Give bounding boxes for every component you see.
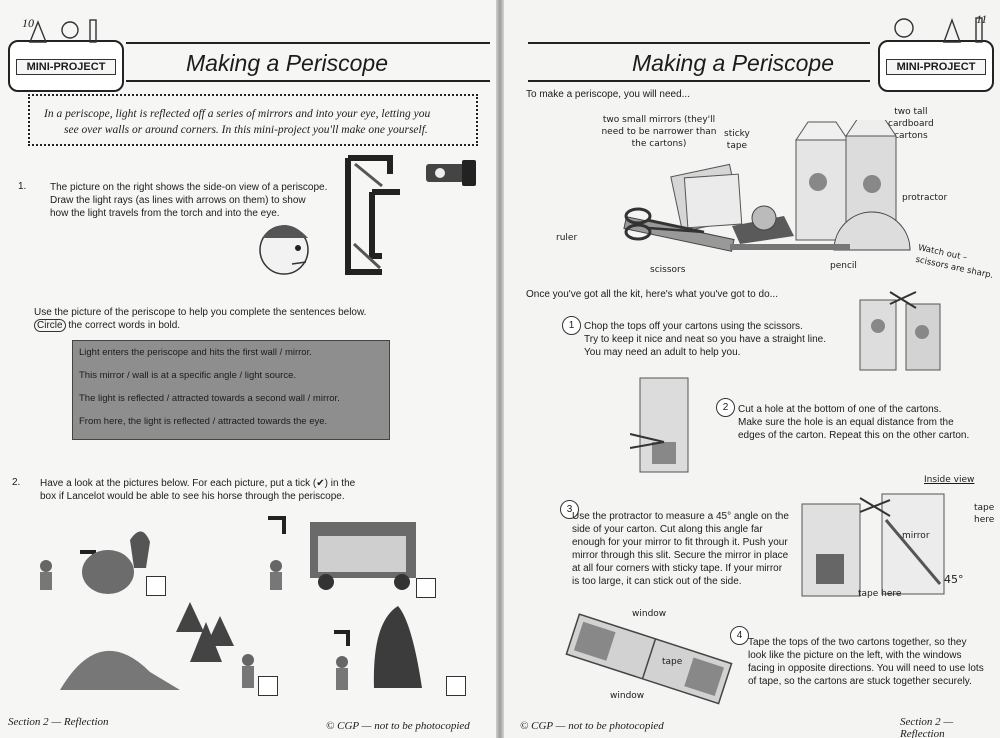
- pencil-label: pencil: [830, 261, 857, 271]
- footer-section: Section 2 — Reflection: [8, 716, 109, 728]
- tick-box[interactable]: [446, 676, 466, 696]
- mirror-label: mirror: [902, 531, 930, 541]
- angle-label: 45°: [944, 573, 964, 586]
- footer-section: Section 2 — Reflection: [900, 716, 954, 738]
- lab-equipment-icon: [28, 19, 97, 43]
- left-page: 10 MINI-PROJECT Making a Periscope In a …: [0, 0, 496, 738]
- warning-label: Watch out – scissors are sharp.: [914, 243, 995, 281]
- tape-label-2: tape: [662, 657, 683, 667]
- book-spine: [496, 0, 504, 738]
- lancelot-pictures: [40, 516, 422, 690]
- scissors-icon: [624, 207, 705, 241]
- page-title: Making a Periscope: [126, 42, 490, 82]
- tape-label: sticky tape: [724, 129, 750, 151]
- torch-icon: [426, 160, 476, 186]
- step-3: 3 Use the protractor to measure a 45° an…: [560, 500, 789, 587]
- right-page: 11 Making a Periscope MINI-PROJECT To ma…: [504, 0, 1000, 738]
- question-1-text: The picture on the right shows the side-…: [50, 182, 328, 219]
- assembled-periscope-illustration: [565, 613, 733, 705]
- protractor-icon: [833, 211, 911, 251]
- window-label: window: [632, 609, 667, 619]
- cut-cartons-illustration: [859, 291, 941, 371]
- protractor-label: protractor: [902, 193, 948, 203]
- scissors-icon: [889, 291, 917, 309]
- mini-project-badge: MINI-PROJECT: [878, 40, 994, 92]
- instructions: Use the picture of the periscope to help…: [34, 307, 367, 332]
- footer-copyright: © CGP — not to be photocopied: [520, 720, 664, 732]
- footer-copyright: © CGP — not to be photocopied: [326, 720, 470, 732]
- intro-box: In a periscope, light is reflected off a…: [28, 94, 478, 146]
- scene-bush: [334, 606, 422, 690]
- tape-here-label: tape here: [974, 503, 995, 525]
- sentence[interactable]: From here, the light is reflected / attr…: [79, 416, 328, 427]
- step-2: 2 Cut a hole at the bottom of one of the…: [716, 398, 969, 441]
- kit-sentence: Once you've got all the kit, here's what…: [526, 289, 778, 300]
- scissors-icon: [630, 433, 665, 449]
- scissors-label: scissors: [650, 265, 686, 275]
- periscope-diagram: [259, 155, 476, 275]
- tick-box[interactable]: [146, 576, 166, 596]
- tick-box[interactable]: [258, 676, 278, 696]
- page-title: Making a Periscope: [528, 42, 870, 82]
- carton-icon: [795, 121, 849, 241]
- boy-face-icon: [259, 225, 309, 275]
- lab-equipment-icon: [894, 17, 983, 43]
- tape-dispenser-icon: [732, 205, 794, 244]
- kit-illustration: [623, 120, 911, 252]
- sentence[interactable]: This mirror / wall is at a specific angl…: [79, 370, 296, 381]
- question-number: 1.: [18, 181, 27, 192]
- sentences-box: Light enters the periscope and hits the …: [72, 340, 390, 440]
- mirrors-label: two small mirrors (they'll need to be na…: [601, 115, 717, 149]
- scene-wagon: [268, 516, 416, 590]
- inside-view-title: Inside view: [924, 475, 975, 485]
- sentence[interactable]: The light is reflected / attracted towar…: [79, 393, 340, 404]
- scissors-icon: [859, 497, 891, 517]
- tick-box[interactable]: [416, 578, 436, 598]
- cartons-label: two tall cardboard cartons: [888, 107, 934, 141]
- step-1: 1 Chop the tops off your cartons using t…: [562, 316, 826, 358]
- badge-label: MINI-PROJECT: [16, 59, 116, 75]
- mini-project-badge: MINI-PROJECT: [8, 40, 124, 92]
- badge-label: MINI-PROJECT: [886, 59, 986, 75]
- carton-hole-illustration: [630, 377, 689, 473]
- ruler-label: ruler: [556, 233, 578, 243]
- tape-here-label-2: tape here: [858, 589, 902, 599]
- pencil-icon: [730, 244, 850, 250]
- need-heading: To make a periscope, you will need...: [526, 89, 690, 100]
- step-4: 4 Tape the tops of the two cartons toget…: [730, 626, 984, 687]
- window-label-2: window: [610, 691, 645, 701]
- question-number: 2.: [12, 477, 21, 488]
- scene-trees: [60, 602, 254, 690]
- sentence[interactable]: Light enters the periscope and hits the …: [79, 347, 312, 358]
- scene-haystack: [40, 531, 150, 594]
- page-number: 10: [22, 16, 34, 30]
- question-2-text: Have a look at the pictures below. For e…: [40, 478, 356, 502]
- mirrors-icon: [670, 163, 743, 233]
- inside-view-illustration: [801, 493, 945, 597]
